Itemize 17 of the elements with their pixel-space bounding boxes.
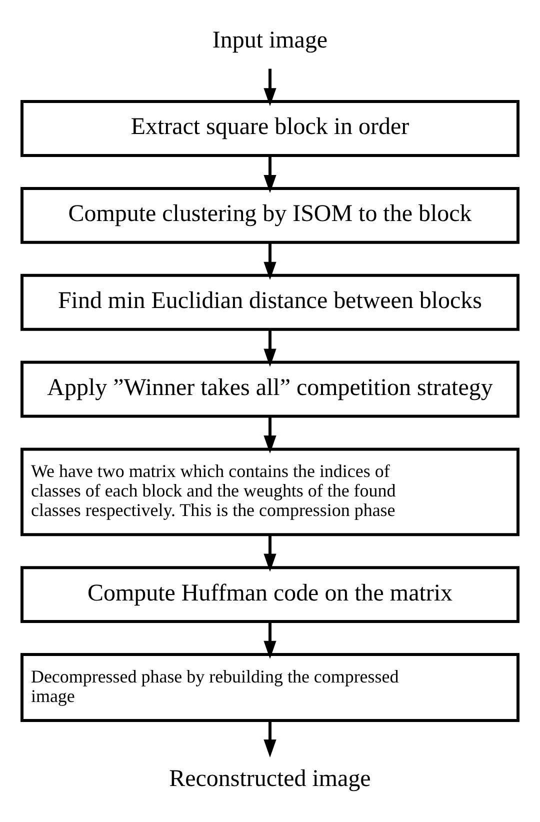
node-text: Reconstructed image bbox=[169, 766, 371, 792]
node-text: Input image bbox=[212, 27, 328, 54]
arrow bbox=[264, 720, 276, 758]
arrow bbox=[264, 535, 276, 572]
node-box: Extract square block in order bbox=[20, 100, 520, 157]
arrow bbox=[264, 68, 276, 106]
node-box: Find min Euclidian distance between blocks bbox=[20, 274, 520, 331]
arrow bbox=[264, 622, 276, 659]
arrow bbox=[264, 242, 276, 280]
arrow bbox=[264, 330, 276, 367]
arrow bbox=[264, 156, 276, 193]
node-box: Apply ”Winner takes all” competition strategy bbox=[20, 360, 520, 418]
arrow bbox=[264, 416, 276, 454]
node-box: We have two matrix which contains the indices of classes of each block and the weughts of the found classes respectively. This is the compression phase bbox=[20, 448, 520, 536]
node-box: Compute clustering by ISOM to the block bbox=[20, 186, 520, 244]
node-box: Compute Huffman code on the matrix bbox=[20, 566, 520, 624]
node-box: Decompressed phase by rebuilding the compressed image bbox=[20, 653, 520, 722]
